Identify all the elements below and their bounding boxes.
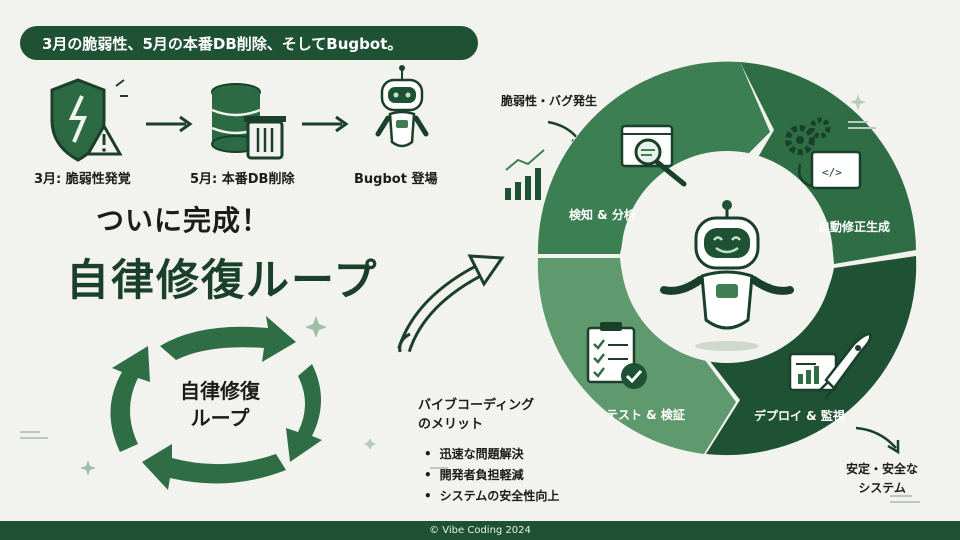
loop-arrows-graphic: [110, 316, 322, 490]
title-banner: 3月の脆弱性、5月の本番DB削除、そしてBugbot。: [20, 26, 478, 60]
merit-title-line-2: のメリット: [418, 417, 484, 432]
database-delete-icon: [211, 83, 286, 160]
svg-text:</>: </>: [822, 166, 842, 179]
cycle-end-label-line-1: 安定・安全な: [846, 462, 919, 476]
rocket-chart-icon: [788, 332, 872, 399]
loop-label-line-2: ループ: [190, 406, 250, 430]
merit-item: システムの安全性向上: [424, 486, 560, 507]
merit-title-line-1: バイブコーディング: [418, 398, 535, 413]
headline-line-1: ついに完成！: [96, 204, 271, 237]
merit-item: 開発者負担軽減: [424, 465, 559, 486]
flow-step-vulnerability: 3月: 脆弱性発覚: [34, 172, 131, 187]
cycle-end-label-line-2: システム: [858, 481, 906, 495]
loop-label-line-1: 自律修復: [180, 379, 260, 403]
connector-arrow: [397, 254, 505, 353]
merit-title: バイブコーディング のメリット: [418, 396, 534, 434]
flow-arrow-2: [302, 115, 349, 133]
flow-arrow-1: [146, 115, 193, 133]
magnifier-code-icon: [620, 124, 687, 187]
bar-chart-icon: [505, 149, 545, 200]
shield-warning-icon: [50, 78, 128, 162]
headline-line-2: 自律修復ループ: [66, 256, 379, 306]
cycle-step-test: テスト & 検証: [606, 408, 685, 422]
cycle-start-label: 脆弱性・バグ発生: [501, 94, 598, 108]
flow-step-bugbot: Bugbot 登場: [354, 172, 438, 187]
footer-copyright: © Vibe Coding 2024: [429, 525, 531, 536]
footer: © Vibe Coding 2024: [0, 521, 960, 540]
checklist-icon: [586, 322, 647, 389]
merit-list: 迅速な問題解決 開発者負担軽減 システムの安全性向上: [424, 444, 560, 507]
flow-step-db-delete: 5月: 本番DB削除: [190, 172, 295, 187]
gears-code-icon: </>: [785, 117, 862, 190]
robot-icon: [375, 65, 429, 148]
cycle-step-deploy: デプロイ & 監視: [754, 409, 845, 423]
loop-label: 自律修復 ループ: [160, 378, 280, 432]
end-arrow: [855, 426, 897, 449]
title-banner-text: 3月の脆弱性、5月の本番DB削除、そしてBugbot。: [42, 34, 403, 53]
center-robot-icon: [660, 200, 794, 351]
cycle-step-fix: 自動修正生成: [818, 220, 891, 234]
cycle-end-label: 安定・安全な システム: [846, 460, 918, 498]
cycle-step-detect: 検知 & 分析: [569, 208, 636, 222]
merit-item: 迅速な問題解決: [424, 444, 559, 465]
